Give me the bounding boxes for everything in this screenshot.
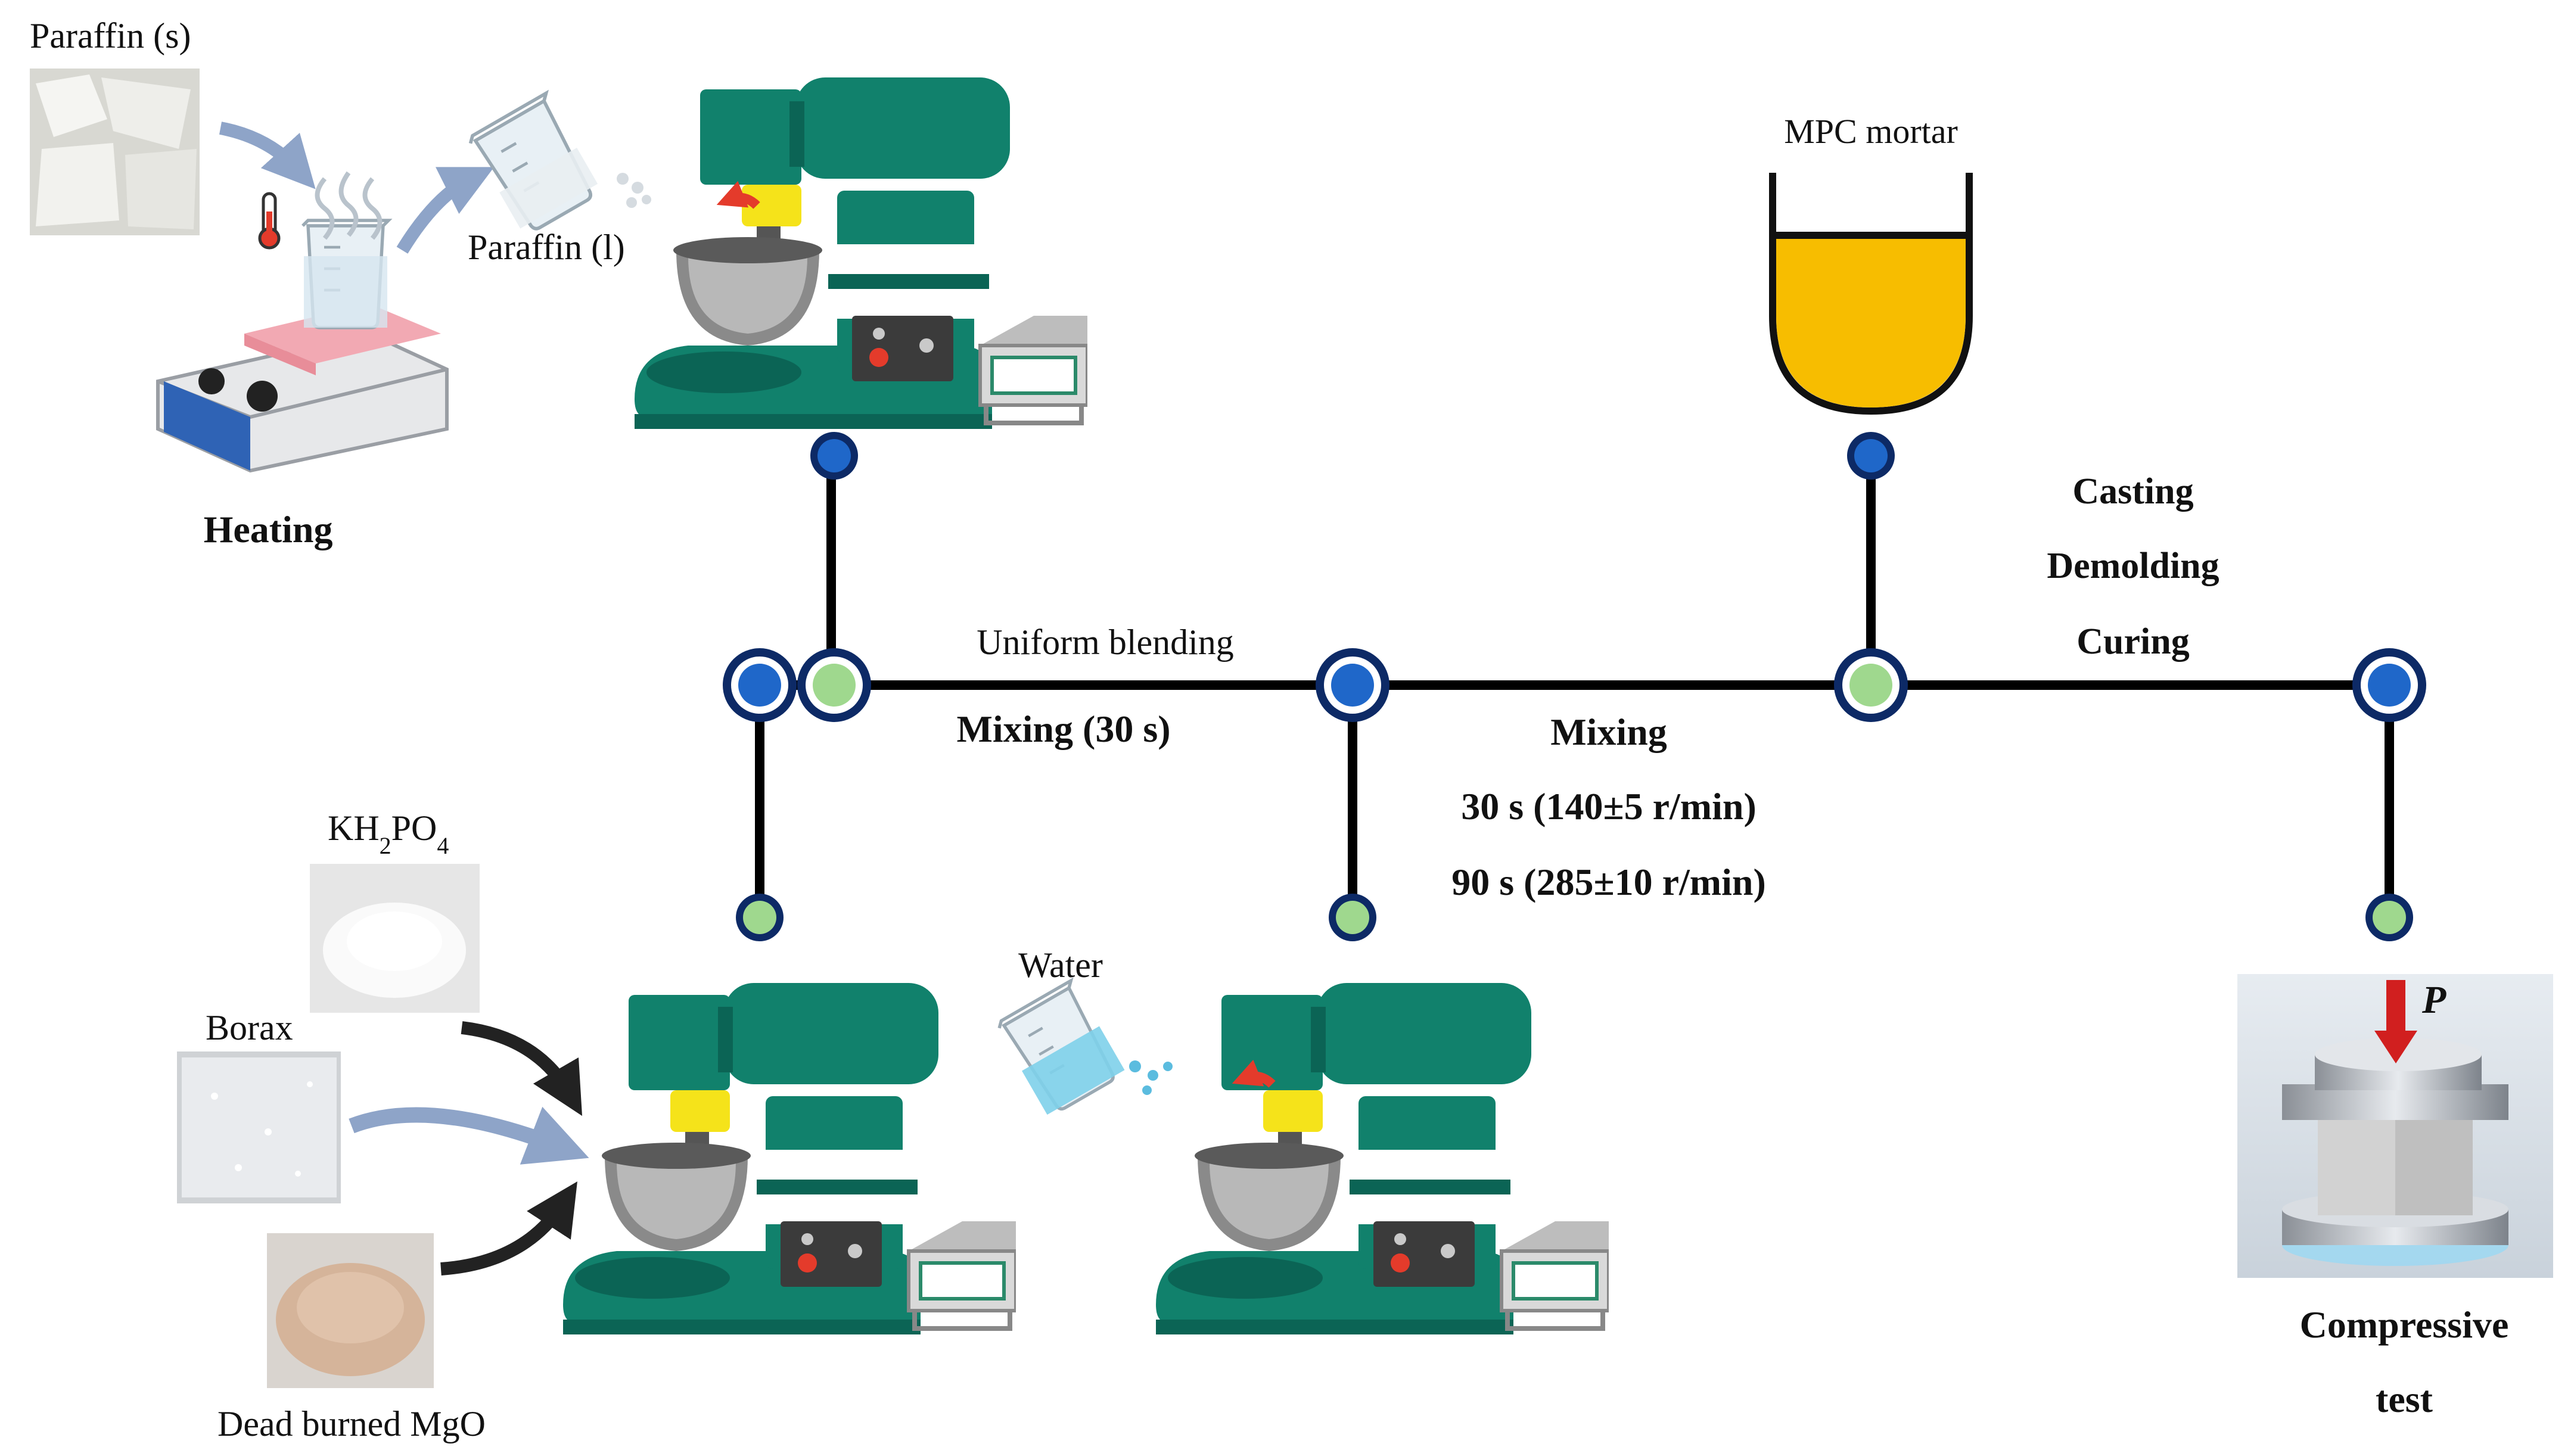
flow-lines [755, 456, 2394, 914]
rotation-arrow-bottom [1232, 1059, 1276, 1088]
water-beaker-icon [995, 980, 1173, 1118]
mgo-photo [267, 1233, 434, 1388]
curing-label: Curing [2076, 621, 2189, 662]
arrow-to-heating [219, 122, 316, 189]
demolding-label: Demolding [2047, 546, 2219, 586]
mgo-label: Dead burned MgO [217, 1404, 486, 1443]
node-paraffin-top-core [817, 439, 851, 472]
mpc-mortar-container [1769, 173, 1973, 415]
load-symbol: P [2421, 978, 2446, 1022]
compressive-label: Compressive [2300, 1303, 2509, 1346]
kh2po4-photo [310, 864, 480, 1013]
borax-photo [177, 1051, 341, 1203]
paraffin-solid-photo [30, 69, 200, 235]
paraffin-solid-label: Paraffin (s) [30, 16, 191, 55]
mixer-bottom-middle-icon [1156, 983, 1609, 1334]
test-label: test [2376, 1378, 2433, 1420]
node-powder-bottom-core [743, 901, 776, 934]
mixing-speed-2-label: 90 s (285±10 r/min) [1451, 861, 1766, 903]
uniform-blending-label: Uniform blending [977, 623, 1234, 662]
node-end [2352, 648, 2426, 722]
kh2po4-label-sub2: 4 [437, 832, 449, 859]
pouring-beaker-icon [468, 94, 651, 237]
rotation-arrow-top [716, 181, 760, 209]
heating-beaker-icon [303, 171, 388, 328]
node-blend [797, 648, 871, 722]
paraffin-liquid-label: Paraffin (l) [468, 228, 625, 267]
arrow-to-liquid [396, 167, 495, 254]
mpc-mortar-label: MPC mortar [1784, 112, 1958, 151]
arrow-mgo [440, 1181, 577, 1275]
kh2po4-label: KH2PO4 [328, 808, 449, 859]
casting-label: Casting [2072, 471, 2193, 512]
node-mortar-top-core [1854, 439, 1888, 472]
kh2po4-label-po: PO [391, 808, 437, 848]
mixing-speed-1-label: 30 s (140±5 r/min) [1461, 785, 1757, 827]
node-water [1316, 648, 1389, 722]
thermometer-icon [258, 192, 281, 250]
water-label: Water [1018, 945, 1103, 985]
hot-plate-icon [156, 304, 449, 473]
mixing-30s-label: Mixing (30 s) [956, 708, 1170, 750]
compression-test-icon [2237, 974, 2553, 1278]
node-mortar [1834, 648, 1908, 722]
flow-nodes [723, 432, 2426, 941]
mixer-bottom-left-icon [563, 983, 1016, 1334]
kh2po4-label-kh: KH [328, 808, 380, 848]
borax-label: Borax [206, 1008, 293, 1047]
node-start [723, 648, 797, 722]
mixing-label: Mixing [1550, 711, 1667, 753]
kh2po4-label-sub1: 2 [380, 832, 391, 859]
arrow-borax [349, 1106, 589, 1165]
arrow-kh2po4 [461, 1021, 583, 1116]
heating-label: Heating [204, 508, 333, 550]
node-test-bottom-core [2373, 901, 2406, 934]
mixer-top-icon [635, 77, 1087, 429]
node-water-bottom-core [1336, 901, 1369, 934]
